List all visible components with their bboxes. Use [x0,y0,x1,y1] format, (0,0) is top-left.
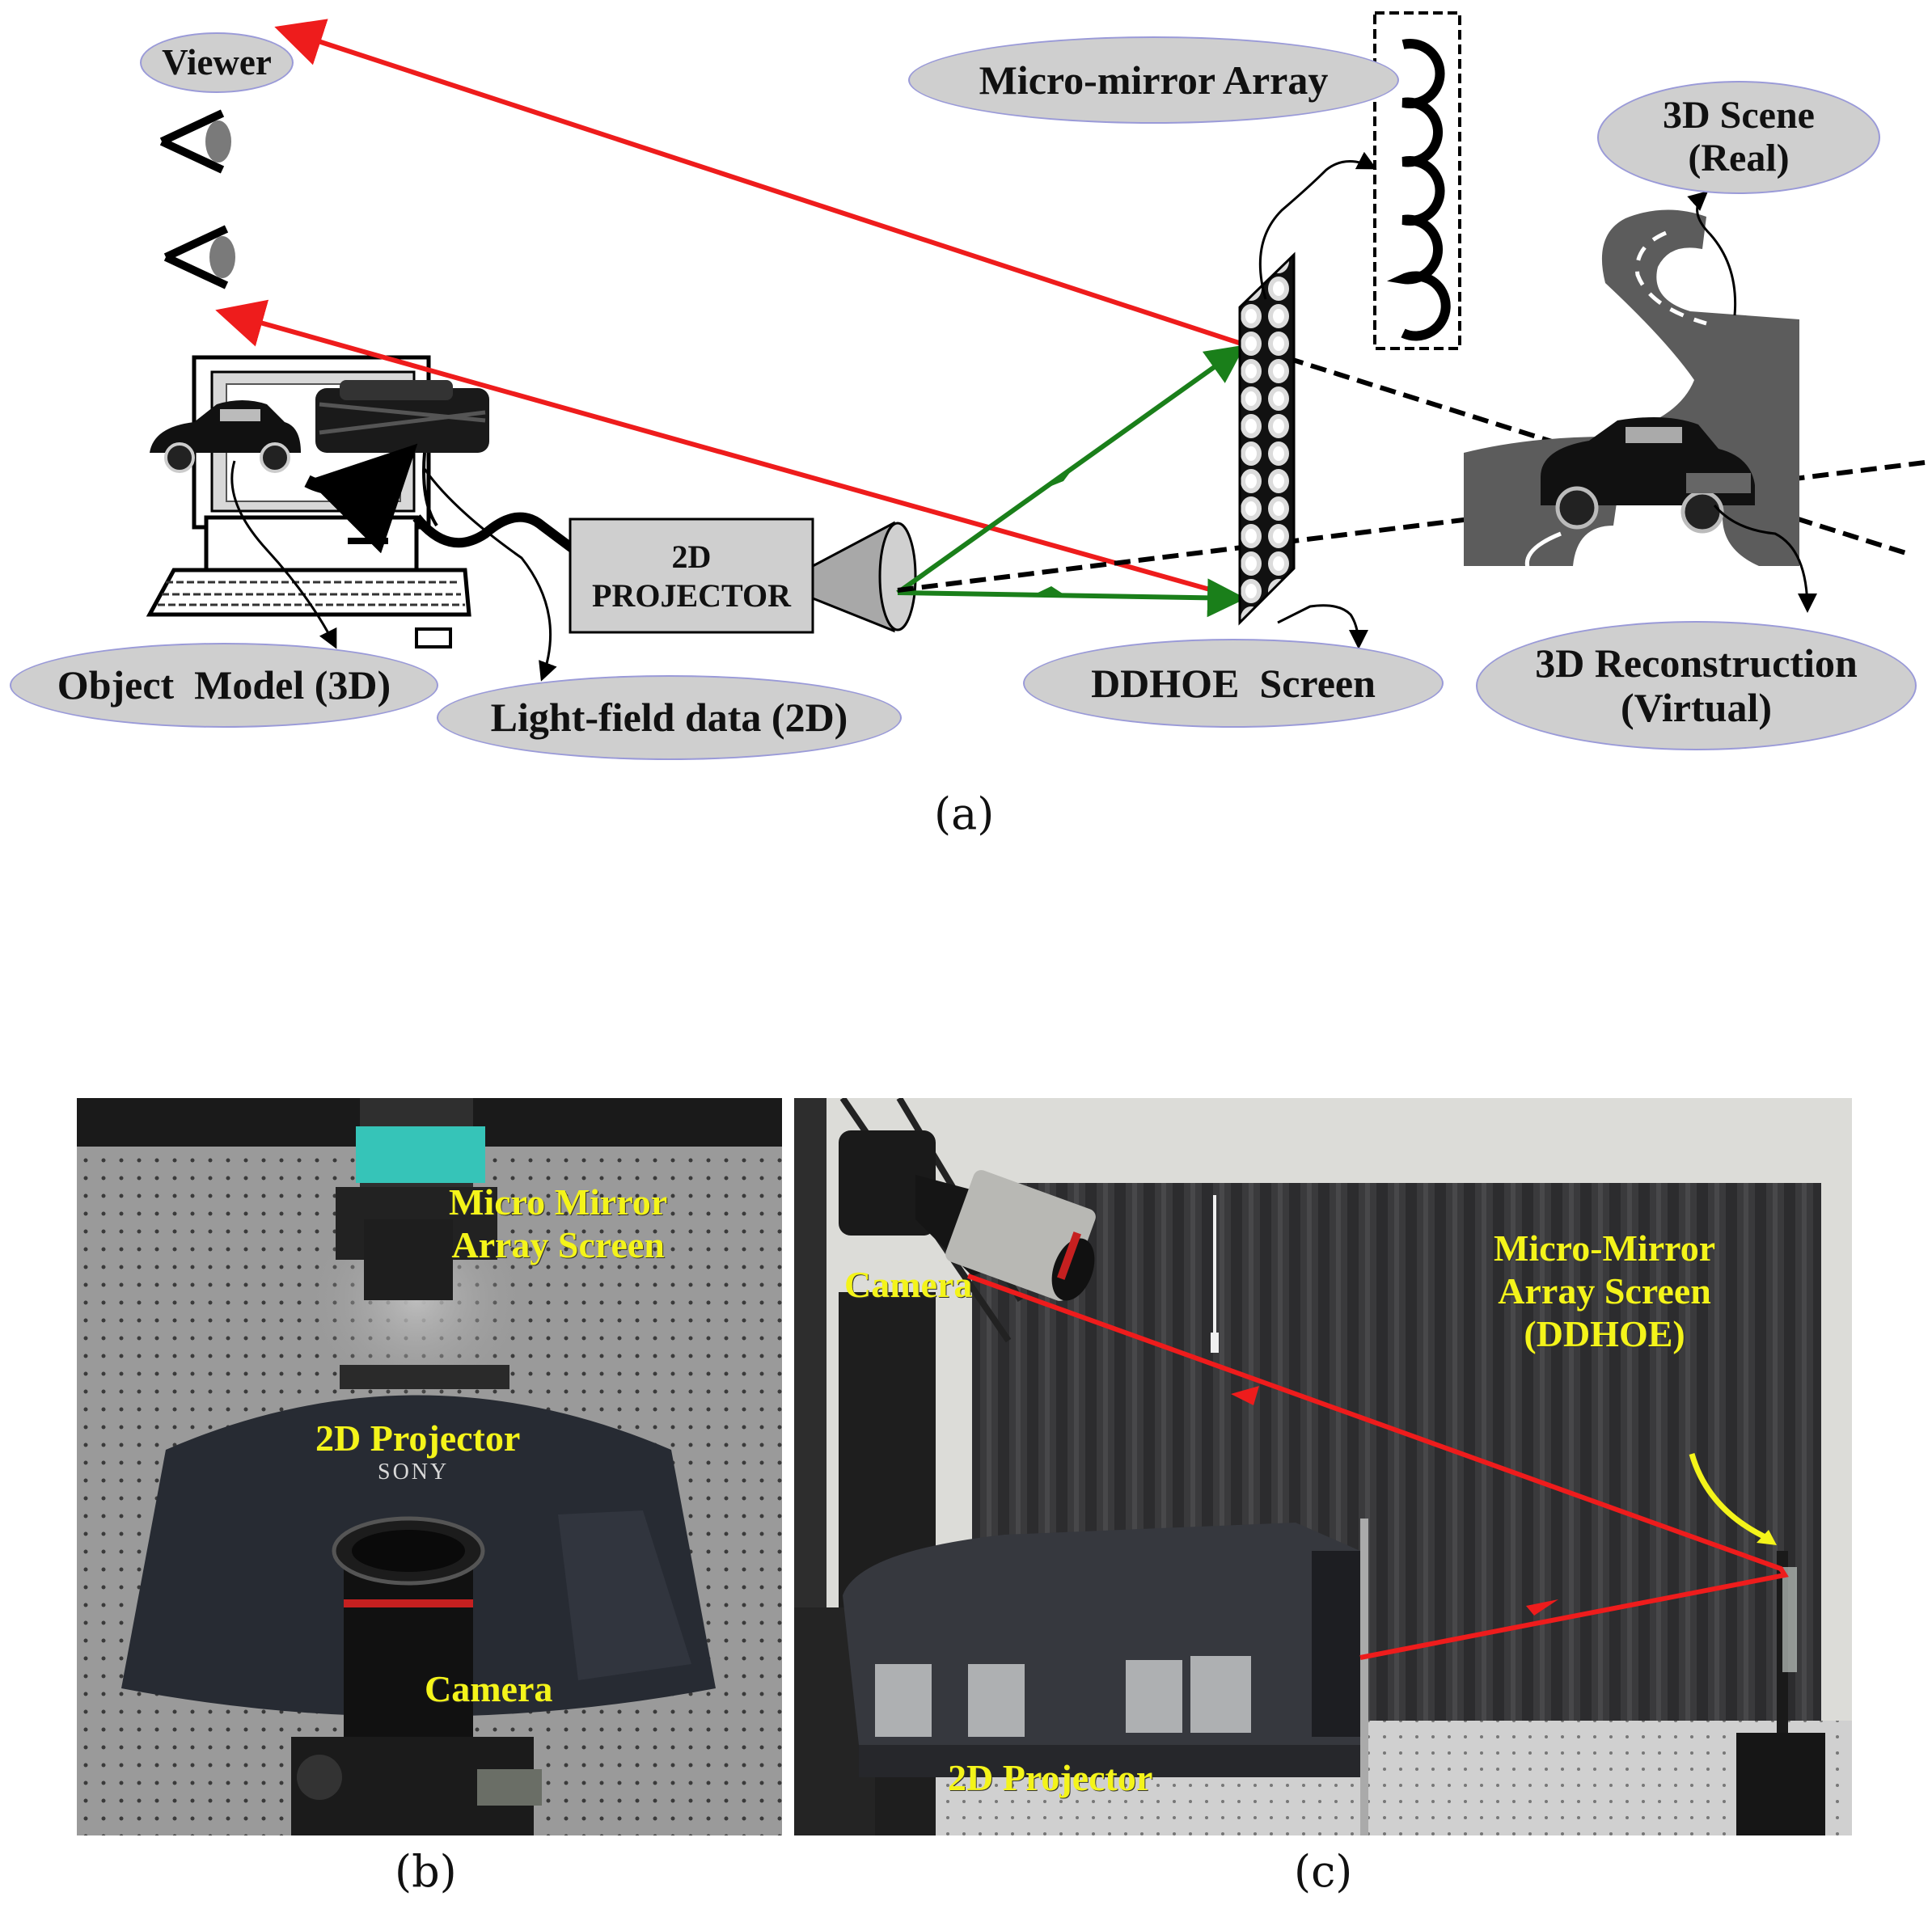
projector-box [569,517,814,634]
c-ray-out [966,1274,1789,1660]
reconstruction-line2: (Virtual) [1621,685,1772,730]
reconstruction-label: 3D Reconstruction (Virtual) [1476,621,1917,750]
c-camera-label: Camera [844,1264,973,1305]
micro-mirror-array-label: Micro-mirror Array [908,36,1399,124]
viewer-label: Viewer [140,32,294,93]
ray-red-bottom [215,299,1242,601]
micro-mirror-array-detail [1373,11,1461,350]
scene-real-line1: 3D Scene [1663,94,1815,137]
projector-lens [811,521,895,633]
ddhoe-screen-grid [1238,251,1296,626]
car-model-icon [150,400,301,473]
c-mirror-label: Micro-Mirror Array Screen (DDHOE) [1494,1227,1715,1356]
c-projector-label: 2D Projector [948,1757,1153,1798]
b-camera-label: Camera [425,1668,553,1709]
projector-label-line1: 2D [671,538,712,575]
object-model-label: Object Model (3D) [10,643,438,728]
panel-a-diagram [146,11,1926,682]
b-micro-mirror-line1: Micro Mirror [449,1181,668,1223]
c-mirror-line1: Micro-Mirror [1494,1227,1716,1269]
light-field-label: Light-field data (2D) [437,675,902,760]
transform-curved-arrow [304,443,418,554]
ddhoe-screen-label: DDHOE Screen [1023,639,1444,728]
reconstruction-line1: 3D Reconstruction [1535,640,1858,686]
scene-real-label: 3D Scene (Real) [1597,81,1880,194]
caption-c: (c) [1294,1846,1353,1897]
blurred-car-model [315,380,489,453]
panel-b-scene [77,1098,782,1835]
viewer-eye-bottom [163,225,235,289]
road-scene [1464,209,1799,571]
c-mirror-line2: Array Screen [1498,1269,1711,1312]
b-projector-label: 2D Projector [315,1417,521,1459]
scene-real-line2: (Real) [1688,137,1790,180]
b-sony-brand: SONY [378,1459,450,1485]
ray-red-top [274,19,1242,346]
panel-c-scene [794,1098,1852,1835]
viewer-eye-top [159,109,231,174]
panel-c-photo: Camera Micro-Mirror Array Screen (DDHOE)… [794,1098,1852,1835]
c-mirror-line3: (DDHOE) [1524,1312,1685,1354]
b-micro-mirror-line2: Array Screen [451,1223,665,1265]
projector-label: 2D PROJECTOR [570,526,813,627]
panel-b-photo: Micro Mirror Array Screen 2D Projector S… [77,1098,782,1835]
projector-label-line2: PROJECTOR [592,577,791,614]
caption-b: (b) [395,1846,457,1897]
caption-a: (a) [934,788,995,839]
ray-green-lower [897,578,1246,618]
b-micro-mirror-label: Micro Mirror Array Screen [449,1181,667,1267]
